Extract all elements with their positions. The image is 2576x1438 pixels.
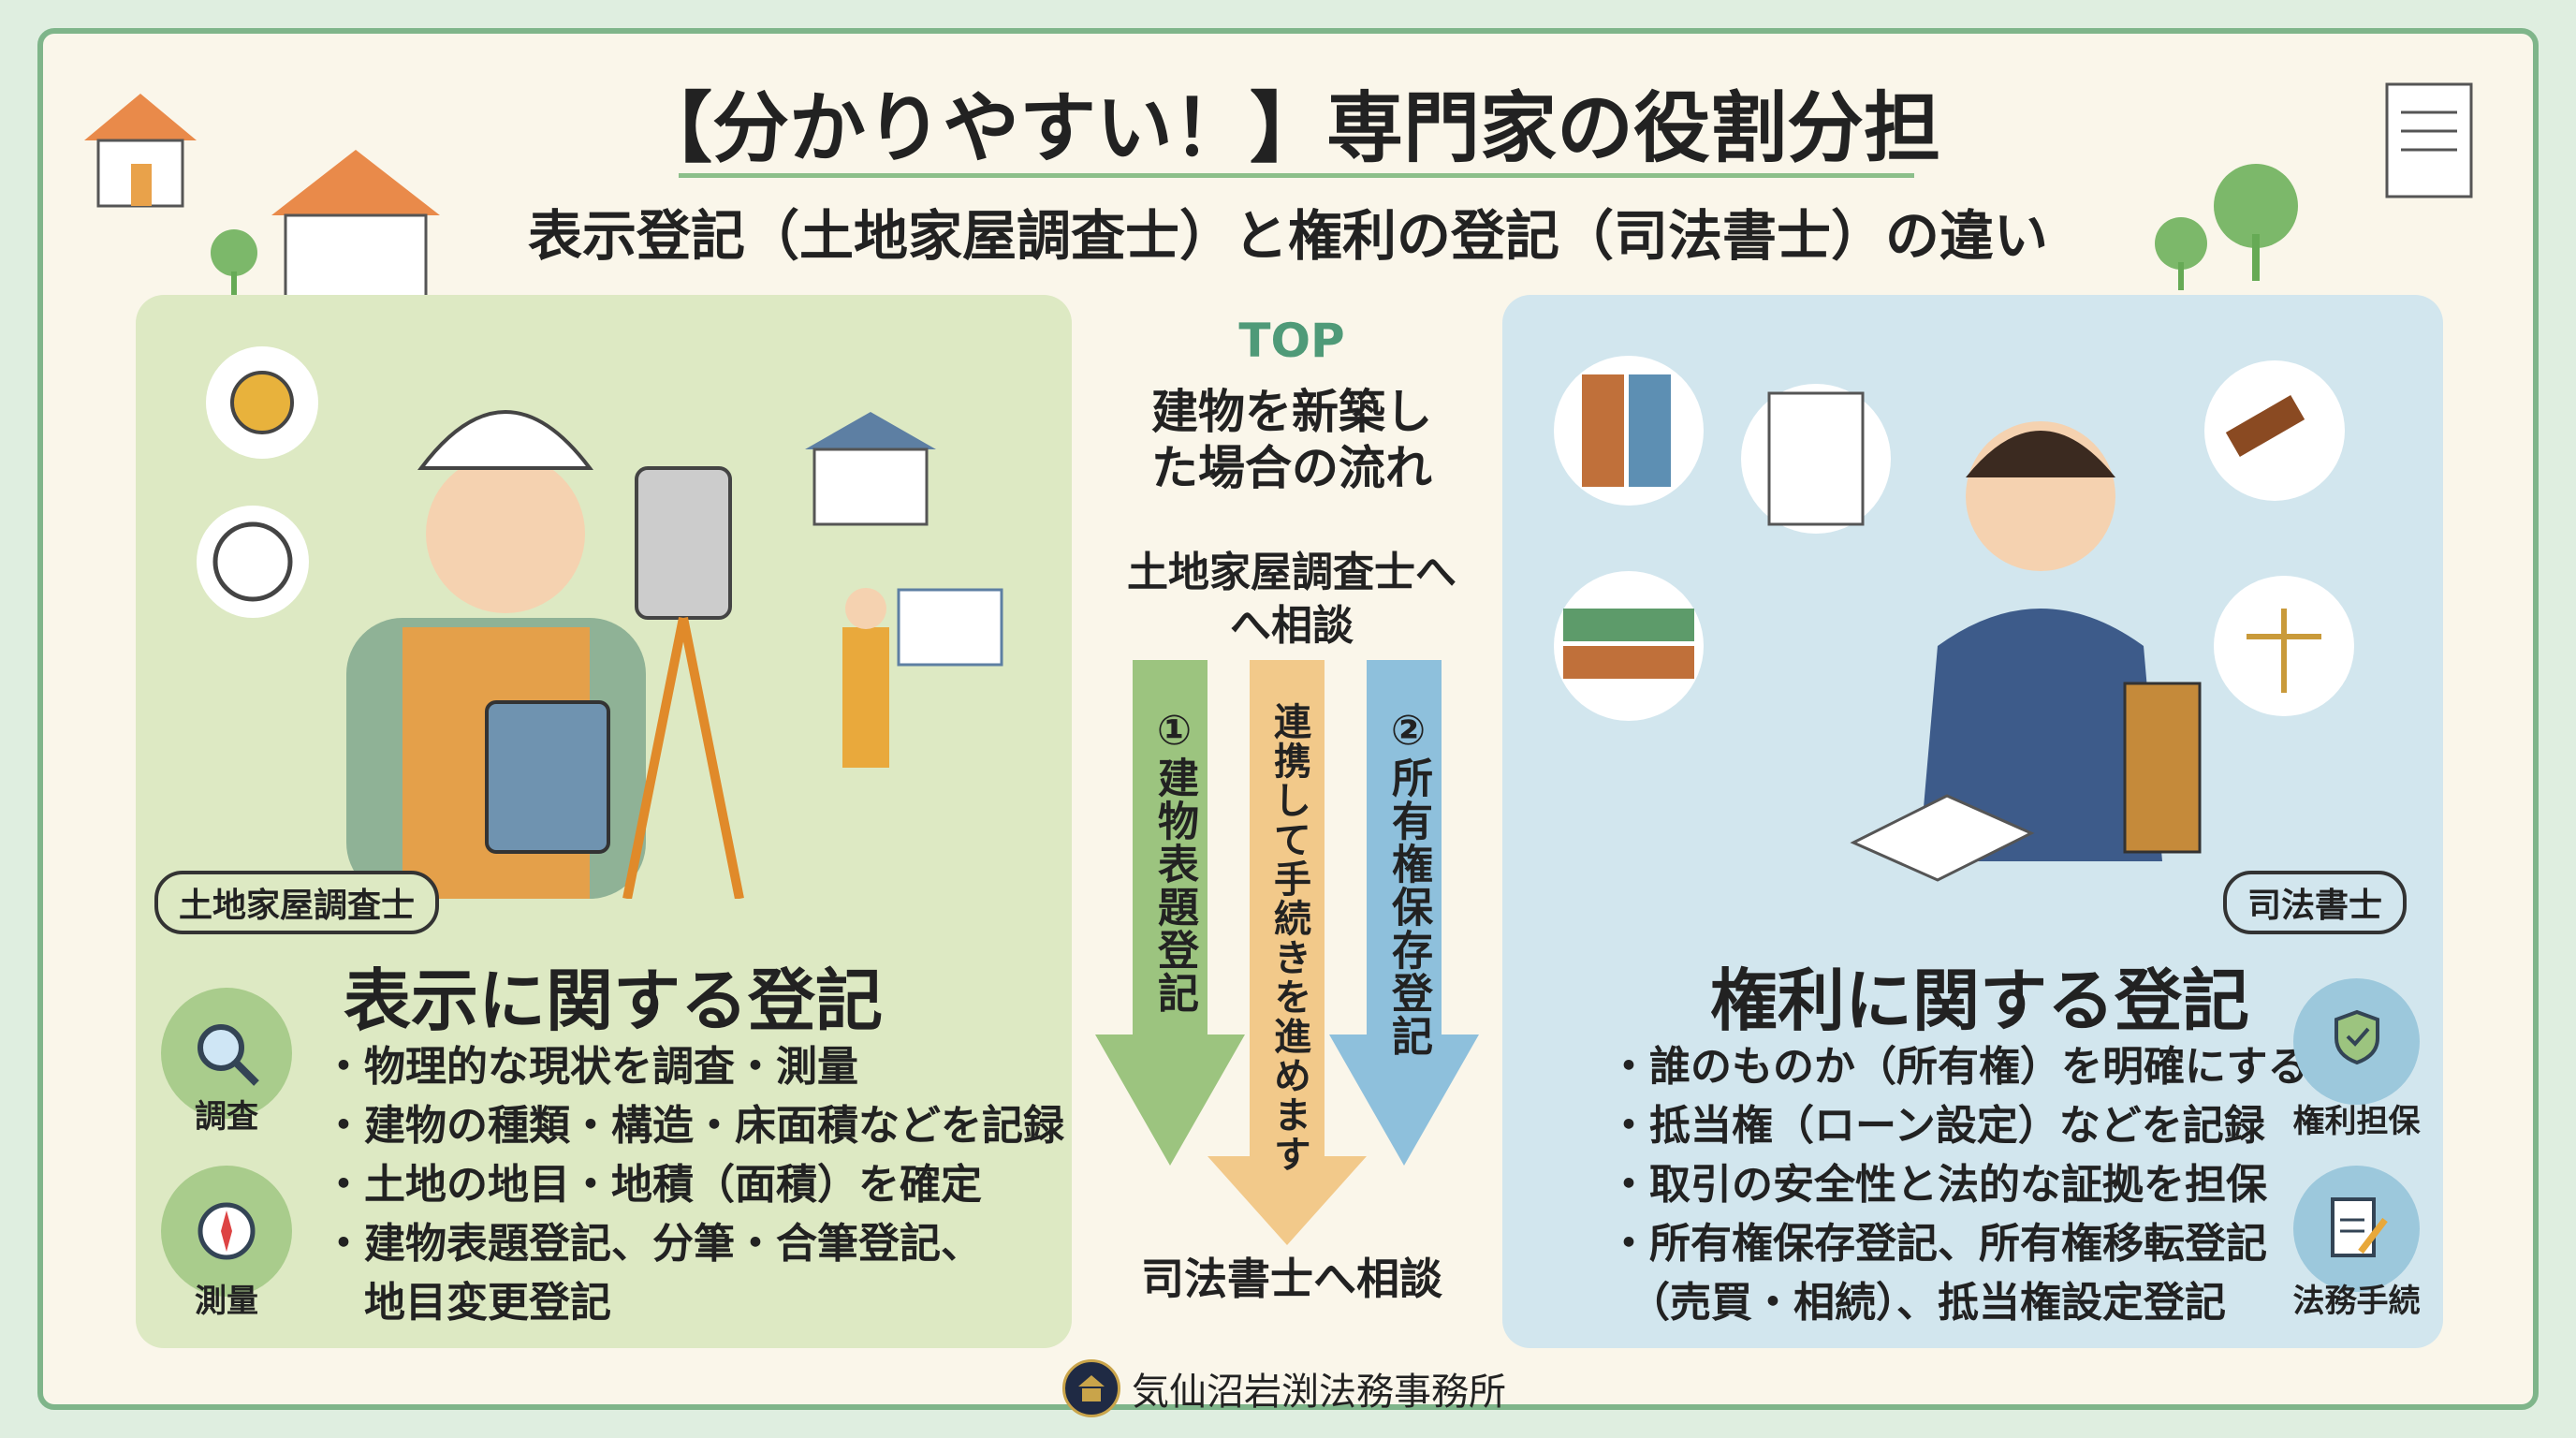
shield-hand-icon xyxy=(2293,978,2420,1105)
arrow-blue xyxy=(1329,660,1479,1166)
magnifier-icon xyxy=(161,988,292,1119)
office-name: 気仙沼岩渕法務事務所 xyxy=(1132,1371,1506,1414)
bullet: ・土地の地目・地積（面積）を確定 xyxy=(323,1161,982,1209)
flow-top-label: TOP xyxy=(1238,314,1345,368)
document-pen-icon xyxy=(2293,1166,2420,1292)
flow-title-line1: 建物を新築し xyxy=(1151,385,1432,439)
bullet: ・誰のものか（所有権）を明確にする xyxy=(1608,1043,2309,1091)
surveyor-badge: 土地家屋調査士 xyxy=(154,871,440,934)
bullet: ・抵当権（ローン設定）などを記録 xyxy=(1608,1102,2265,1150)
bullet: 地目変更登記 xyxy=(323,1279,611,1327)
page-subtitle: 表示登記（土地家屋調査士）と権利の登記（司法書士）の違い xyxy=(527,204,2048,268)
flow-title-line2: た場合の流れ xyxy=(1151,441,1432,495)
bullet: ・建物の種類・構造・床面積などを記録 xyxy=(323,1102,1064,1150)
display-registration-bullets: ・物理的な現状を調査・測量 ・建物の種類・構造・床面積などを記録 ・土地の地目・… xyxy=(323,1037,1064,1332)
flow-start-line2: へ相談 xyxy=(1230,602,1354,650)
arrow-green xyxy=(1095,660,1245,1166)
icon-label-survey: 調査 xyxy=(195,1098,258,1136)
docs-trees-illustration xyxy=(2155,82,2473,290)
flow-step2-label: ②所有権保存登記 xyxy=(1384,707,1432,1058)
bullet: ・建物表題登記、分筆・合筆登記、 xyxy=(323,1220,982,1268)
scrivener-badge: 司法書士 xyxy=(2223,871,2408,934)
compass-icon xyxy=(161,1166,292,1297)
rights-registration-bullets: ・誰のものか（所有権）を明確にする ・抵当権（ローン設定）などを記録 ・取引の安… xyxy=(1608,1037,2308,1332)
title-underline xyxy=(679,173,1914,178)
rights-registration-heading: 権利に関する登記 xyxy=(1709,961,2249,1040)
flow-arrows xyxy=(1095,660,1479,1245)
houses-illustration xyxy=(84,94,440,306)
office-logo-icon xyxy=(1062,1359,1120,1417)
bullet: （売買・相続）、抵当権設定登記 xyxy=(1608,1279,2226,1327)
bullet: ・所有権保存登記、所有権移転登記 xyxy=(1608,1220,2267,1268)
bullet: ・取引の安全性と法的な証拠を担保 xyxy=(1608,1161,2267,1209)
surveyor-illustration xyxy=(197,346,1003,899)
icon-label-rights-security: 権利担保 xyxy=(2292,1103,2421,1140)
flow-cooperation-label: 連携して手続きを進めます xyxy=(1267,702,1310,1174)
scrivener-illustration xyxy=(1554,356,2354,882)
flow-start-line1: 土地家屋調査士へ xyxy=(1127,549,1456,596)
flow-end-label: 司法書士へ相談 xyxy=(1141,1254,1442,1304)
page-title: 【分かりやすい！】専門家の役割分担 xyxy=(635,84,1940,173)
arrow-orange xyxy=(1208,660,1367,1245)
icon-label-measure: 測量 xyxy=(195,1283,258,1320)
footer-office: 気仙沼岩渕法務事務所 xyxy=(1062,1359,1506,1417)
display-registration-heading: 表示に関する登記 xyxy=(343,961,883,1040)
icon-label-legal-procedure: 法務手続 xyxy=(2292,1283,2421,1320)
flow-step1-label: ①建物表題登記 xyxy=(1150,707,1198,1015)
bullet: ・物理的な現状を調査・測量 xyxy=(323,1043,858,1091)
